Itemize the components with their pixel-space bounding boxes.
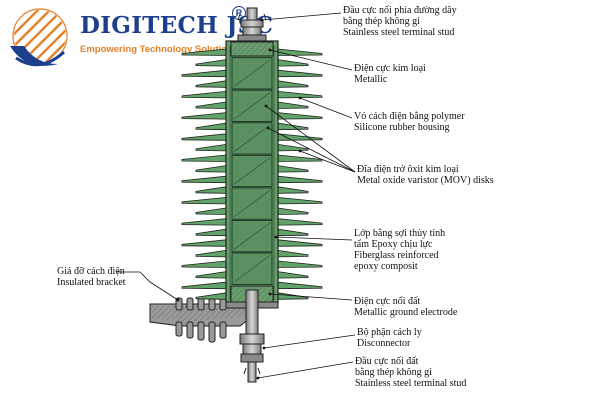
shed-left (181, 196, 227, 205)
shed-right (277, 80, 309, 88)
shed-right (277, 218, 323, 226)
shed-left (195, 165, 227, 173)
shed-left (181, 48, 227, 56)
shed-left (195, 186, 227, 194)
leader-line (299, 97, 353, 119)
leader-dot (262, 346, 266, 350)
shed-left (195, 228, 227, 237)
shed-left (195, 292, 227, 300)
mov-disk-hatch (233, 157, 271, 185)
mov-disk-stack (231, 57, 273, 285)
silicone-sheds (181, 48, 323, 300)
shed-right (277, 271, 309, 279)
shed-left (181, 218, 227, 226)
shed-right (277, 59, 309, 67)
leader-line (261, 12, 342, 21)
leader-dot (274, 235, 278, 239)
leader-dot (256, 376, 260, 380)
shed-left (181, 281, 227, 290)
label-insulated-bracket: Giá đỡ cách điện Insulated bracket (57, 266, 126, 288)
ground-electrode (225, 285, 279, 337)
label-bottom-terminal: Đầu cực nối đất bằng thép không gỉ Stain… (355, 356, 467, 389)
leader-line (263, 334, 356, 349)
mov-disk-hatch (233, 92, 271, 120)
shed-left (195, 207, 227, 215)
shed-right (277, 101, 309, 109)
brand-logo: DIGITECH JSC R Empowering Technology Sol… (6, 6, 273, 70)
shed-left (181, 239, 227, 247)
top-terminal-stud (237, 7, 267, 42)
leader-line (117, 271, 179, 301)
mov-disk-hatch (233, 59, 271, 87)
leader-dot (176, 298, 180, 302)
leader-dot (266, 126, 270, 130)
shed-left (181, 133, 227, 141)
leader-dot (268, 48, 272, 52)
shed-left (181, 260, 227, 268)
leader-line (257, 361, 354, 379)
mov-disk (231, 154, 273, 188)
label-metal-electrode: Điện cực kim loại Metallic (354, 63, 426, 85)
shed-right (277, 228, 309, 237)
shed-right (277, 175, 323, 184)
shed-right (277, 281, 323, 290)
label-housing: Vỏ cách điện bằng polymer Silicone rubbe… (354, 111, 465, 133)
shed-right (277, 239, 323, 247)
label-fiberglass: Lớp bằng sợi thủy tinh tẩm Epoxy chịu lự… (354, 228, 446, 272)
leader-line (267, 127, 356, 173)
logo-emblem-icon (10, 8, 68, 67)
leader-line (269, 293, 353, 301)
mov-disk-hatch (233, 222, 271, 250)
leader-dot (298, 96, 302, 100)
leader-dot (260, 18, 264, 22)
label-disconnector: Bộ phận cách ly Disconnector (357, 327, 422, 349)
shed-left (195, 122, 227, 131)
shed-right (277, 186, 309, 194)
insulated-bracket (149, 297, 251, 343)
shed-left (195, 271, 227, 279)
shed-left (195, 101, 227, 109)
top-metal-electrode (230, 41, 274, 57)
leader-dot (264, 104, 268, 108)
shed-left (195, 59, 227, 67)
shed-right (277, 260, 323, 268)
shed-right (277, 112, 323, 120)
leader-line (275, 236, 353, 241)
shed-left (181, 69, 227, 78)
leader-dot (268, 292, 272, 296)
shed-right (277, 196, 323, 205)
brand-tagline: Empowering Technology Solutions (80, 44, 239, 55)
shed-left (181, 112, 227, 120)
shed-left (195, 80, 227, 88)
leader-line (269, 49, 353, 71)
mov-disk-hatch (233, 255, 271, 283)
shed-left (195, 249, 227, 258)
shed-right (277, 154, 323, 162)
callout-leader-lines (117, 12, 356, 380)
shed-right (277, 143, 309, 152)
shed-right (277, 133, 323, 141)
shed-right (277, 165, 309, 173)
shed-left (195, 143, 227, 152)
mov-disk-hatch (233, 190, 271, 218)
shed-right (277, 207, 309, 215)
registered-mark-icon: R (232, 6, 246, 20)
shed-left (181, 90, 227, 99)
label-ground-electrode: Điện cực nối đất Metallic ground electro… (354, 296, 458, 318)
label-mov-disks: Đĩa điện trở ôxit kim loại Metal oxide v… (357, 164, 494, 186)
shed-left (181, 175, 227, 184)
leader-dot (298, 149, 302, 153)
shed-left (181, 154, 227, 162)
shed-right (277, 48, 323, 56)
leader-line (265, 105, 356, 173)
shed-right (277, 69, 323, 78)
disconnector-assembly (239, 333, 265, 383)
shed-right (277, 249, 309, 258)
mov-disk-hatch (233, 124, 271, 152)
leader-line (299, 150, 356, 173)
label-top-terminal: Đầu cực nối phía đường dây bằng thép khô… (343, 5, 457, 38)
